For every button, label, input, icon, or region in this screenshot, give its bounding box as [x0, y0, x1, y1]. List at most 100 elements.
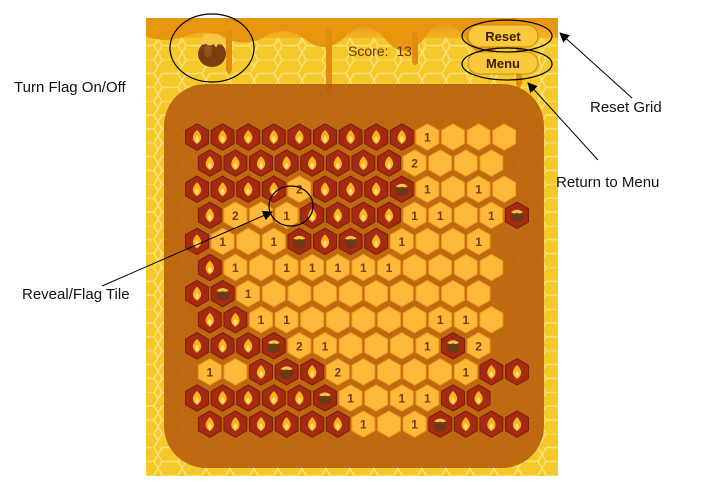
flagged-tile[interactable]	[261, 332, 286, 360]
revealed-empty-tile[interactable]	[364, 384, 389, 412]
revealed-number-tile[interactable]: 2	[325, 358, 350, 386]
hidden-tile[interactable]	[389, 123, 414, 151]
flagged-tile[interactable]	[428, 410, 453, 438]
hidden-tile[interactable]	[338, 123, 363, 151]
hidden-tile[interactable]	[210, 332, 235, 360]
hidden-tile[interactable]	[274, 149, 299, 177]
revealed-number-tile[interactable]: 1	[415, 175, 440, 203]
flagged-tile[interactable]	[441, 332, 465, 360]
revealed-number-tile[interactable]: 1	[377, 253, 401, 282]
hidden-tile[interactable]	[223, 410, 248, 438]
hidden-tile[interactable]	[236, 384, 261, 412]
revealed-empty-tile[interactable]	[415, 279, 440, 308]
hidden-tile[interactable]	[300, 358, 325, 386]
revealed-empty-tile[interactable]	[377, 358, 401, 386]
revealed-empty-tile[interactable]	[428, 358, 453, 386]
flagged-tile[interactable]	[389, 175, 414, 203]
hidden-tile[interactable]	[261, 384, 286, 412]
revealed-empty-tile[interactable]	[351, 305, 376, 334]
revealed-number-tile[interactable]: 1	[453, 358, 478, 386]
hidden-tile[interactable]	[261, 123, 286, 151]
revealed-empty-tile[interactable]	[441, 279, 465, 308]
revealed-number-tile[interactable]: 1	[479, 201, 504, 230]
revealed-empty-tile[interactable]	[364, 332, 389, 360]
revealed-empty-tile[interactable]	[479, 253, 504, 282]
flagged-tile[interactable]	[505, 201, 529, 230]
revealed-number-tile[interactable]: 1	[428, 305, 453, 334]
hidden-tile[interactable]	[313, 227, 337, 256]
hidden-tile[interactable]	[185, 175, 209, 203]
flagged-tile[interactable]	[287, 227, 312, 256]
hidden-tile[interactable]	[223, 149, 248, 177]
hidden-tile[interactable]	[236, 332, 261, 360]
revealed-number-tile[interactable]: 1	[453, 305, 478, 334]
revealed-number-tile[interactable]: 1	[274, 253, 299, 282]
hidden-tile[interactable]	[185, 332, 209, 360]
hidden-tile[interactable]	[249, 410, 273, 438]
revealed-number-tile[interactable]: 1	[415, 123, 440, 151]
revealed-number-tile[interactable]: 1	[300, 253, 325, 282]
hidden-tile[interactable]	[325, 149, 350, 177]
hidden-tile[interactable]	[185, 123, 209, 151]
hidden-tile[interactable]	[249, 358, 273, 386]
hidden-tile[interactable]	[351, 201, 376, 230]
hidden-tile[interactable]	[466, 384, 491, 412]
hidden-tile[interactable]	[479, 358, 504, 386]
flagged-tile[interactable]	[338, 227, 363, 256]
revealed-empty-tile[interactable]	[479, 149, 504, 177]
hidden-tile[interactable]	[223, 305, 248, 334]
revealed-empty-tile[interactable]	[453, 201, 478, 230]
hidden-tile[interactable]	[338, 175, 363, 203]
revealed-empty-tile[interactable]	[389, 332, 414, 360]
revealed-empty-tile[interactable]	[453, 149, 478, 177]
revealed-number-tile[interactable]: 1	[236, 279, 261, 308]
hidden-tile[interactable]	[197, 305, 222, 334]
hidden-tile[interactable]	[287, 384, 312, 412]
hidden-tile[interactable]	[505, 358, 529, 386]
hidden-tile[interactable]	[249, 149, 273, 177]
revealed-empty-tile[interactable]	[351, 358, 376, 386]
hidden-tile[interactable]	[185, 384, 209, 412]
revealed-empty-tile[interactable]	[338, 279, 363, 308]
revealed-empty-tile[interactable]	[453, 253, 478, 282]
revealed-empty-tile[interactable]	[466, 279, 491, 308]
revealed-number-tile[interactable]: 1	[351, 253, 376, 282]
hidden-tile[interactable]	[377, 201, 401, 230]
flagged-tile[interactable]	[210, 279, 235, 308]
revealed-empty-tile[interactable]	[402, 305, 427, 334]
revealed-empty-tile[interactable]	[325, 305, 350, 334]
revealed-empty-tile[interactable]	[338, 332, 363, 360]
hidden-tile[interactable]	[210, 123, 235, 151]
revealed-empty-tile[interactable]	[492, 123, 517, 151]
hidden-tile[interactable]	[313, 175, 337, 203]
revealed-empty-tile[interactable]	[402, 358, 427, 386]
revealed-number-tile[interactable]: 2	[466, 332, 491, 360]
revealed-number-tile[interactable]: 1	[466, 175, 491, 203]
hidden-tile[interactable]	[453, 410, 478, 438]
revealed-number-tile[interactable]: 1	[415, 384, 440, 412]
revealed-empty-tile[interactable]	[377, 305, 401, 334]
hidden-tile[interactable]	[197, 410, 222, 438]
hidden-tile[interactable]	[236, 123, 261, 151]
revealed-number-tile[interactable]: 1	[466, 227, 491, 256]
hidden-tile[interactable]	[210, 384, 235, 412]
hidden-tile[interactable]	[236, 175, 261, 203]
hidden-tile[interactable]	[325, 201, 350, 230]
revealed-empty-tile[interactable]	[466, 123, 491, 151]
hidden-tile[interactable]	[300, 149, 325, 177]
revealed-number-tile[interactable]: 1	[415, 332, 440, 360]
revealed-empty-tile[interactable]	[402, 253, 427, 282]
revealed-number-tile[interactable]: 1	[402, 201, 427, 230]
revealed-number-tile[interactable]: 1	[274, 305, 299, 334]
flagged-tile[interactable]	[313, 384, 337, 412]
revealed-number-tile[interactable]: 1	[325, 253, 350, 282]
revealed-empty-tile[interactable]	[313, 279, 337, 308]
hidden-tile[interactable]	[364, 175, 389, 203]
hidden-tile[interactable]	[505, 410, 529, 438]
revealed-number-tile[interactable]: 1	[338, 384, 363, 412]
hidden-tile[interactable]	[441, 384, 465, 412]
hidden-tile[interactable]	[197, 149, 222, 177]
revealed-empty-tile[interactable]	[377, 410, 401, 438]
hidden-tile[interactable]	[287, 123, 312, 151]
revealed-number-tile[interactable]: 1	[197, 358, 222, 386]
